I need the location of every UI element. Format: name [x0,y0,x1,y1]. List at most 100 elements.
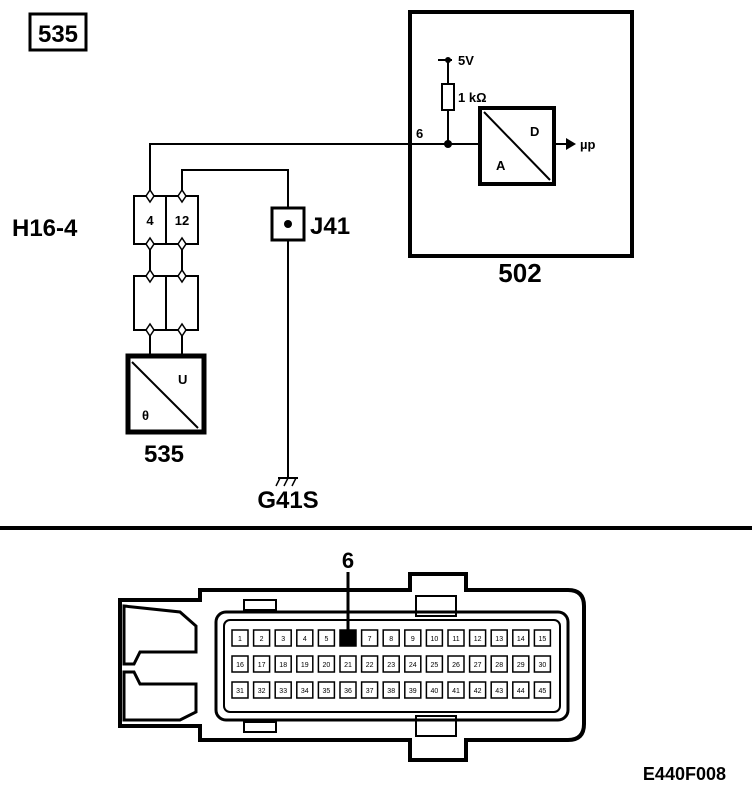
connector-pin-cell [490,629,508,647]
connector-pin-number: 3 [281,636,285,643]
connector-pin-number: 16 [236,662,244,669]
sensor-out-label: U [178,372,187,387]
connector-pin-cell [339,655,357,673]
connector-pin-cell [382,681,400,699]
connector-pin-cell [274,629,292,647]
sensor-symbol: θ [142,408,149,423]
ad-converter [478,106,556,186]
resistor [441,83,455,111]
connector-pin-cell [382,655,400,673]
diagram-badge: 535 [38,21,78,48]
connector-pin-number: 42 [474,688,482,695]
connector-pin-cell [252,629,271,647]
connector-pin-number: 9 [411,636,415,643]
connector-pin-cell [468,629,487,647]
connector-pin-number: 12 [474,636,482,643]
connector-pin-number: 37 [366,688,374,695]
converter-out-label: D [530,124,539,139]
connector-pin-cell [425,655,444,673]
connector-pin-cell [252,681,271,699]
connector-pin-number: 22 [366,662,374,669]
connector-pin-cell [360,629,379,647]
connector-pin-cell [468,655,487,673]
connector-pin-cell [468,681,487,699]
connector-pin-cell [533,681,552,699]
connector-pin-cell [360,681,379,699]
connector-pin-number: 20 [323,662,331,669]
connector-pin-number: 43 [495,688,503,695]
connector-housing [118,572,586,762]
connector-pin-number: 24 [409,662,417,669]
connector-pin-number: 21 [344,662,352,669]
connector-pin-cell [296,655,314,673]
connector-pin-cell [339,629,357,647]
sensor-label: 535 [144,441,184,468]
connector-face [214,610,570,722]
ecu-pin-label: 6 [416,126,423,141]
output-arrow-icon [566,138,576,150]
ecu-label: 502 [498,258,541,288]
connector-pin-cell [512,629,530,647]
resistor-label: 1 kΩ [458,90,487,105]
connector-pin-cell [231,681,249,699]
connector-pin-cell [252,655,271,673]
connector-pin-number: 39 [409,688,417,695]
connector-label: H16-4 [12,215,78,242]
connector-pin-number: 4 [303,636,307,643]
connector-pin-cell [533,655,552,673]
connector-pin-cell [296,629,314,647]
connector-pin-cell [425,629,444,647]
connector-pin-cell [339,681,357,699]
connector-pin-number: 17 [258,662,266,669]
connector-pin-cell [317,629,336,647]
connector-pin-number: 8 [389,636,393,643]
connector-pin-cell [447,681,465,699]
mating-connector-b [165,275,199,331]
connector-pin-number: 44 [517,688,525,695]
connector-pin-number: 15 [539,636,547,643]
connector-pin-cell [425,681,444,699]
connector-pin-cell [490,681,508,699]
connector-pin-number: 13 [495,636,503,643]
connector-pin-number: 5 [324,636,328,643]
connector-pin-a-label: 4 [146,213,154,228]
connector-pin-number: 7 [368,636,372,643]
connector-pin-cell [382,629,400,647]
connector-pin-cell [533,629,552,647]
connector-pin-cell [404,629,422,647]
connector-pin-number: 23 [387,662,395,669]
connector-pin-number: 38 [387,688,395,695]
connector-pin-b-label: 12 [175,213,189,228]
connector-pin-cell [231,655,249,673]
connector-pin-number: 40 [431,688,439,695]
connector-pin-number: 14 [517,636,525,643]
sensor-535 [125,353,207,435]
connector-pin-number: 33 [279,688,287,695]
connector-pin-number: 36 [344,688,352,695]
signal-wire [149,143,448,196]
connector-pin-number: 26 [452,662,460,669]
connector-pin-number: 28 [495,662,503,669]
connector-pin-number: 32 [258,688,266,695]
connector-pin-number: 1 [238,636,242,643]
connector-pin-number: 30 [539,662,547,669]
connector-pin-number: 10 [431,636,439,643]
connector-pin-number: 11 [452,636,459,643]
connector-pin-number: 25 [431,662,439,669]
supply-label: 5V [458,53,474,68]
converter-in-label: A [496,158,506,173]
output-label: µp [580,137,595,152]
connector-pin-cell [512,681,530,699]
connector-pin-cell [274,681,292,699]
connector-pin-number: 29 [517,662,525,669]
connector-pin-number: 19 [301,662,309,669]
connector-pin-cell [447,629,465,647]
connector-pin-number: 41 [452,688,460,695]
connector-pin-cell [404,681,422,699]
connector-pin-number: 27 [474,662,482,669]
connector-pin-cell [512,655,530,673]
connector-pin-cell [317,681,336,699]
figure-code: E440F008 [643,764,726,784]
